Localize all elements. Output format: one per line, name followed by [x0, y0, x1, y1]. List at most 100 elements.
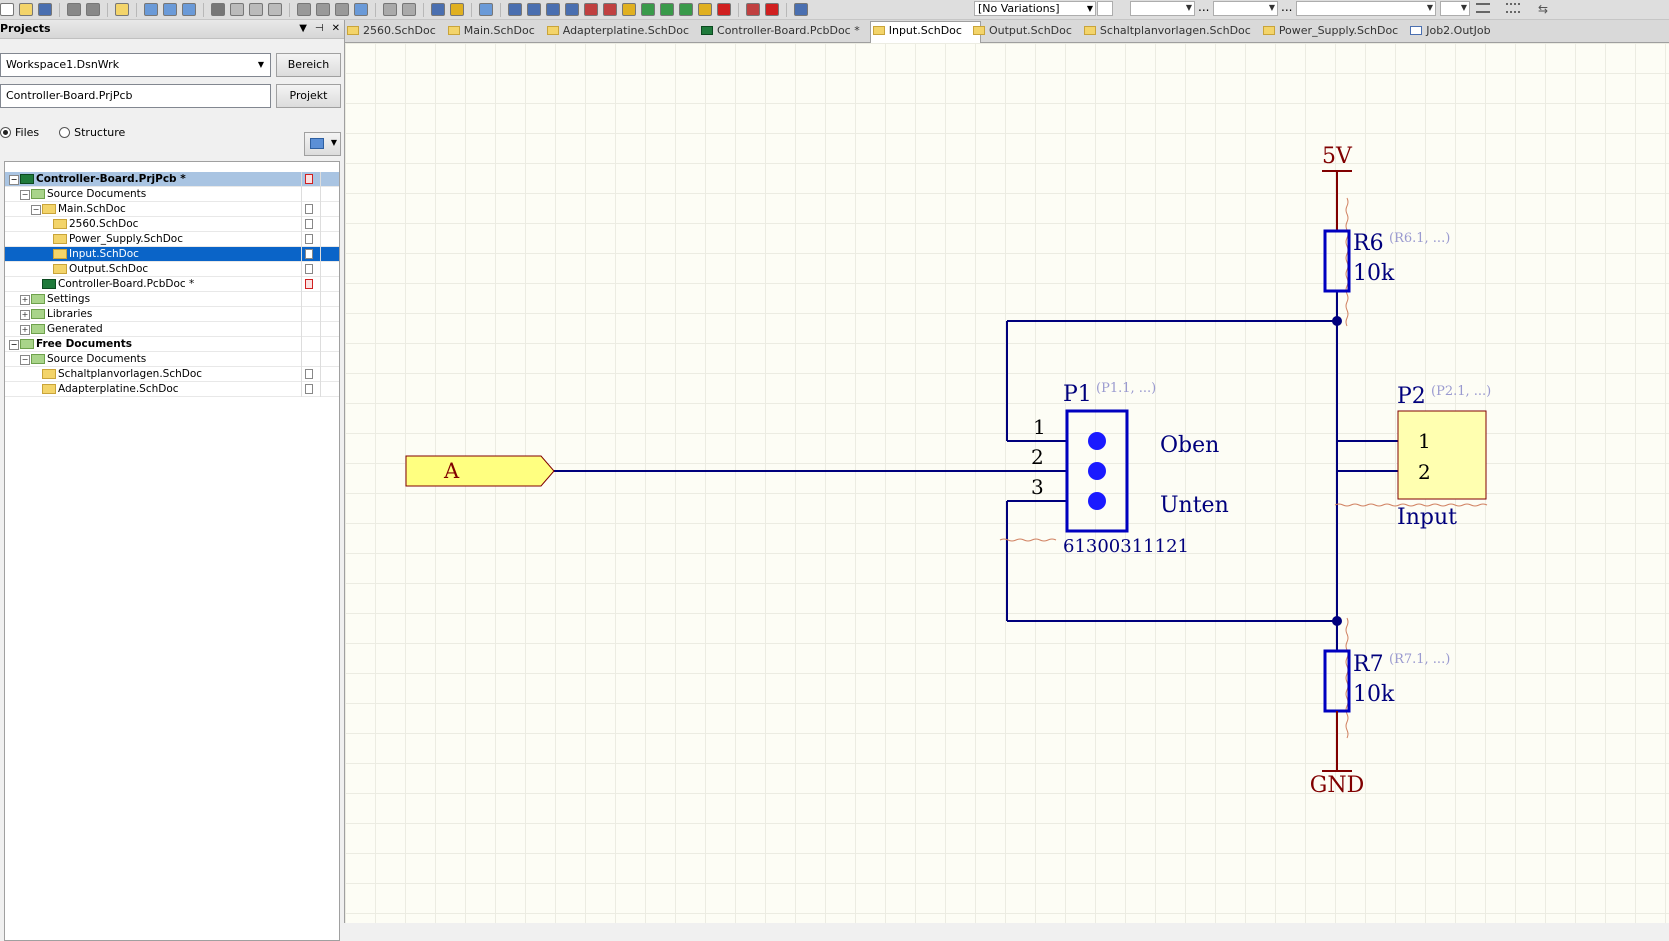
project-options-split-button[interactable]: ▼	[304, 132, 341, 156]
cross-probe-icon[interactable]	[431, 3, 445, 16]
tree-item[interactable]: Schaltplanvorlagen.SchDoc	[5, 367, 339, 382]
p1-part-number[interactable]: 61300311121	[1063, 536, 1189, 557]
vcc-power-icon[interactable]	[603, 3, 617, 16]
no-erc-icon[interactable]	[717, 3, 731, 16]
cut-icon[interactable]	[211, 3, 225, 16]
collapse-icon[interactable]: −	[9, 340, 19, 350]
toolbar-combo-1[interactable]: ▼	[1130, 1, 1195, 16]
tab-input-schdoc[interactable]: Input.SchDoc	[869, 21, 981, 43]
tree-item[interactable]: +Generated	[5, 322, 339, 337]
redo-icon[interactable]	[402, 3, 416, 16]
undo-icon[interactable]	[383, 3, 397, 16]
browse-icon[interactable]	[479, 3, 493, 16]
print-icon[interactable]	[67, 3, 81, 16]
tree-item[interactable]: −Controller-Board.PrjPcb *	[5, 172, 339, 187]
tree-item[interactable]: +Libraries	[5, 307, 339, 322]
connector-p2[interactable]	[1397, 410, 1487, 500]
r7-value[interactable]: 10k	[1353, 682, 1395, 707]
tab-job2-outjob[interactable]: Job2.OutJob	[1408, 22, 1508, 41]
tab-power-supply-schdoc[interactable]: Power_Supply.SchDoc	[1261, 22, 1416, 41]
zoom-fit-icon[interactable]	[144, 3, 158, 16]
port-a[interactable]	[405, 455, 555, 487]
paste-icon[interactable]	[249, 3, 263, 16]
zoom-area-icon[interactable]	[163, 3, 177, 16]
gnd-power-icon[interactable]	[584, 3, 598, 16]
toolbar-more-2[interactable]: ...	[1281, 0, 1293, 14]
p1-designator[interactable]: P1	[1063, 382, 1092, 407]
toolbar-more-1[interactable]: ...	[1198, 0, 1210, 14]
tree-item[interactable]: −Free Documents	[5, 337, 339, 352]
collapse-icon[interactable]: −	[20, 190, 30, 200]
tab-adapterplatine-schdoc[interactable]: Adapterplatine.SchDoc	[545, 22, 707, 41]
tree-item[interactable]: 2560.SchDoc	[5, 217, 339, 232]
select-all-icon[interactable]	[335, 3, 349, 16]
p2-designator[interactable]: P2	[1397, 384, 1426, 409]
tab-main-schdoc[interactable]: Main.SchDoc	[446, 22, 553, 41]
tab-schaltplanvorlagen-schdoc[interactable]: Schaltplanvorlagen.SchDoc	[1082, 22, 1269, 41]
tab-controller-board-pcbdoc[interactable]: Controller-Board.PcbDoc *	[699, 22, 878, 41]
tree-item[interactable]: −Source Documents	[5, 352, 339, 367]
bereich-button[interactable]: Bereich	[276, 53, 341, 77]
save-icon[interactable]	[38, 3, 52, 16]
select-area-icon[interactable]	[297, 3, 311, 16]
part-icon[interactable]	[622, 3, 636, 16]
net-label-icon[interactable]	[565, 3, 579, 16]
pen-icon[interactable]	[794, 3, 808, 16]
tree-item[interactable]: −Source Documents	[5, 187, 339, 202]
r6-value[interactable]: 10k	[1353, 261, 1395, 286]
project-field[interactable]: Controller-Board.PrjPcb	[0, 84, 271, 108]
paste-array-icon[interactable]	[268, 3, 282, 16]
resistor-r7[interactable]	[1323, 649, 1351, 713]
radio-structure[interactable]	[59, 126, 71, 138]
move-icon[interactable]	[316, 3, 330, 16]
p2-comment[interactable]: Input	[1397, 505, 1457, 530]
new-file-icon[interactable]	[0, 3, 14, 16]
toolbar-combo-2[interactable]: ▼	[1213, 1, 1278, 16]
tree-item[interactable]: Power_Supply.SchDoc	[5, 232, 339, 247]
highlight-icon[interactable]	[450, 3, 464, 16]
power-5v-label[interactable]: 5V	[1322, 144, 1353, 169]
p1-label-unten[interactable]: Unten	[1160, 493, 1229, 518]
directive-icon[interactable]	[746, 3, 760, 16]
tab-output-schdoc[interactable]: Output.SchDoc	[971, 22, 1090, 41]
collapse-icon[interactable]: −	[31, 205, 41, 215]
port-icon[interactable]	[698, 3, 712, 16]
tree-item[interactable]: −Main.SchDoc	[5, 202, 339, 217]
radio-files[interactable]	[0, 126, 11, 138]
tab-2560-schdoc[interactable]: 2560.SchDoc	[345, 22, 454, 41]
gnd-label[interactable]: GND	[1310, 773, 1364, 798]
tree-item[interactable]: Output.SchDoc	[5, 262, 339, 277]
panel-menu-icon[interactable]: ▼	[299, 23, 307, 34]
bus-icon[interactable]	[527, 3, 541, 16]
r6-designator[interactable]: R6	[1353, 231, 1384, 256]
variations-dropdown[interactable]: [No Variations] ▼	[974, 1, 1096, 16]
print-preview-icon[interactable]	[86, 3, 100, 16]
tree-item[interactable]: +Settings	[5, 292, 339, 307]
expand-icon[interactable]: +	[20, 295, 30, 305]
resistor-r6[interactable]	[1323, 229, 1351, 293]
schematic-canvas[interactable]: 5V R6 (R6.1, ...) 10k R7 (R7.1, ...) 10k…	[345, 43, 1669, 923]
p1-label-oben[interactable]: Oben	[1160, 433, 1219, 458]
zoom-select-icon[interactable]	[182, 3, 196, 16]
wire-icon[interactable]	[508, 3, 522, 16]
projekt-button[interactable]: Projekt	[276, 84, 341, 108]
tree-item[interactable]: Adapterplatine.SchDoc	[5, 382, 339, 397]
toolbar-combo-3[interactable]: ▼	[1296, 1, 1436, 16]
bus-entry-icon[interactable]	[546, 3, 560, 16]
workspace-dropdown[interactable]: Workspace1.DsnWrk ▼	[0, 53, 271, 77]
expand-icon[interactable]: +	[20, 310, 30, 320]
expand-icon[interactable]: +	[20, 325, 30, 335]
device-sheet-icon[interactable]	[679, 3, 693, 16]
copy-icon[interactable]	[230, 3, 244, 16]
align-icon[interactable]	[1476, 3, 1490, 13]
swap-arrows-icon[interactable]: ⇆	[1538, 2, 1549, 16]
distribute-icon[interactable]	[1506, 3, 1520, 13]
sheet-symbol-icon[interactable]	[641, 3, 655, 16]
pin-icon[interactable]: ⊣	[314, 23, 324, 34]
tree-item[interactable]: Input.SchDoc	[5, 247, 339, 262]
deselect-icon[interactable]	[354, 3, 368, 16]
open-folder-icon[interactable]	[19, 3, 33, 16]
color-picker[interactable]	[1097, 1, 1113, 16]
open-project-icon[interactable]	[115, 3, 129, 16]
sheet-entry-icon[interactable]	[660, 3, 674, 16]
